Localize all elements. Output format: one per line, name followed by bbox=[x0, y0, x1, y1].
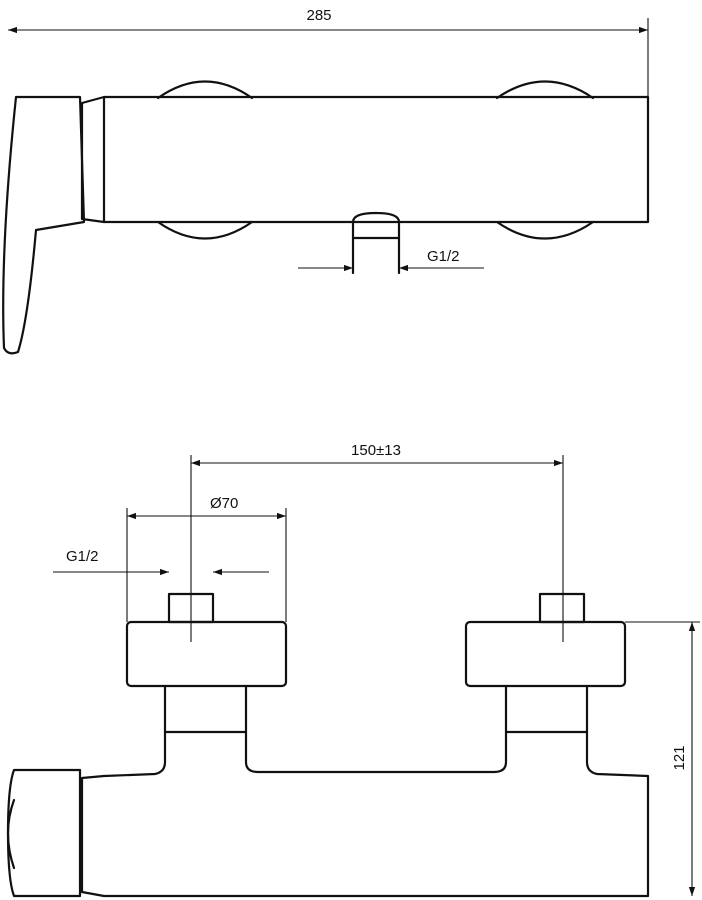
mixer-body-top bbox=[102, 95, 650, 224]
handle-knob-front bbox=[6, 798, 16, 870]
bottom-right-escutcheon-arc bbox=[495, 220, 595, 240]
outlet-thread-label: G1/2 bbox=[427, 248, 460, 265]
mixer-body-front bbox=[102, 684, 650, 898]
lever-handle-top bbox=[2, 95, 86, 355]
diameter-label: Ø70 bbox=[210, 495, 238, 512]
right-escutcheon bbox=[464, 620, 627, 688]
center-distance-label: 150±13 bbox=[351, 442, 401, 459]
top-left-escutcheon-arc bbox=[156, 80, 254, 100]
right-inlet-nipple bbox=[538, 592, 586, 624]
overall-width-label: 285 bbox=[306, 7, 331, 24]
outlet-top bbox=[351, 211, 401, 224]
height-label: 121 bbox=[671, 745, 688, 770]
handle-cap-front bbox=[6, 768, 82, 898]
outlet-nipple bbox=[351, 220, 401, 275]
front-view: 150±13 Ø70 G1/2 121 bbox=[6, 442, 700, 898]
handle-collar-front bbox=[80, 774, 106, 898]
bottom-left-escutcheon-arc bbox=[156, 220, 254, 240]
left-escutcheon bbox=[125, 620, 288, 688]
top-view: 285 G1/2 bbox=[2, 7, 650, 355]
handle-collar-top bbox=[80, 95, 106, 224]
inlet-thread-label: G1/2 bbox=[66, 548, 99, 565]
top-right-escutcheon-arc bbox=[495, 80, 595, 100]
